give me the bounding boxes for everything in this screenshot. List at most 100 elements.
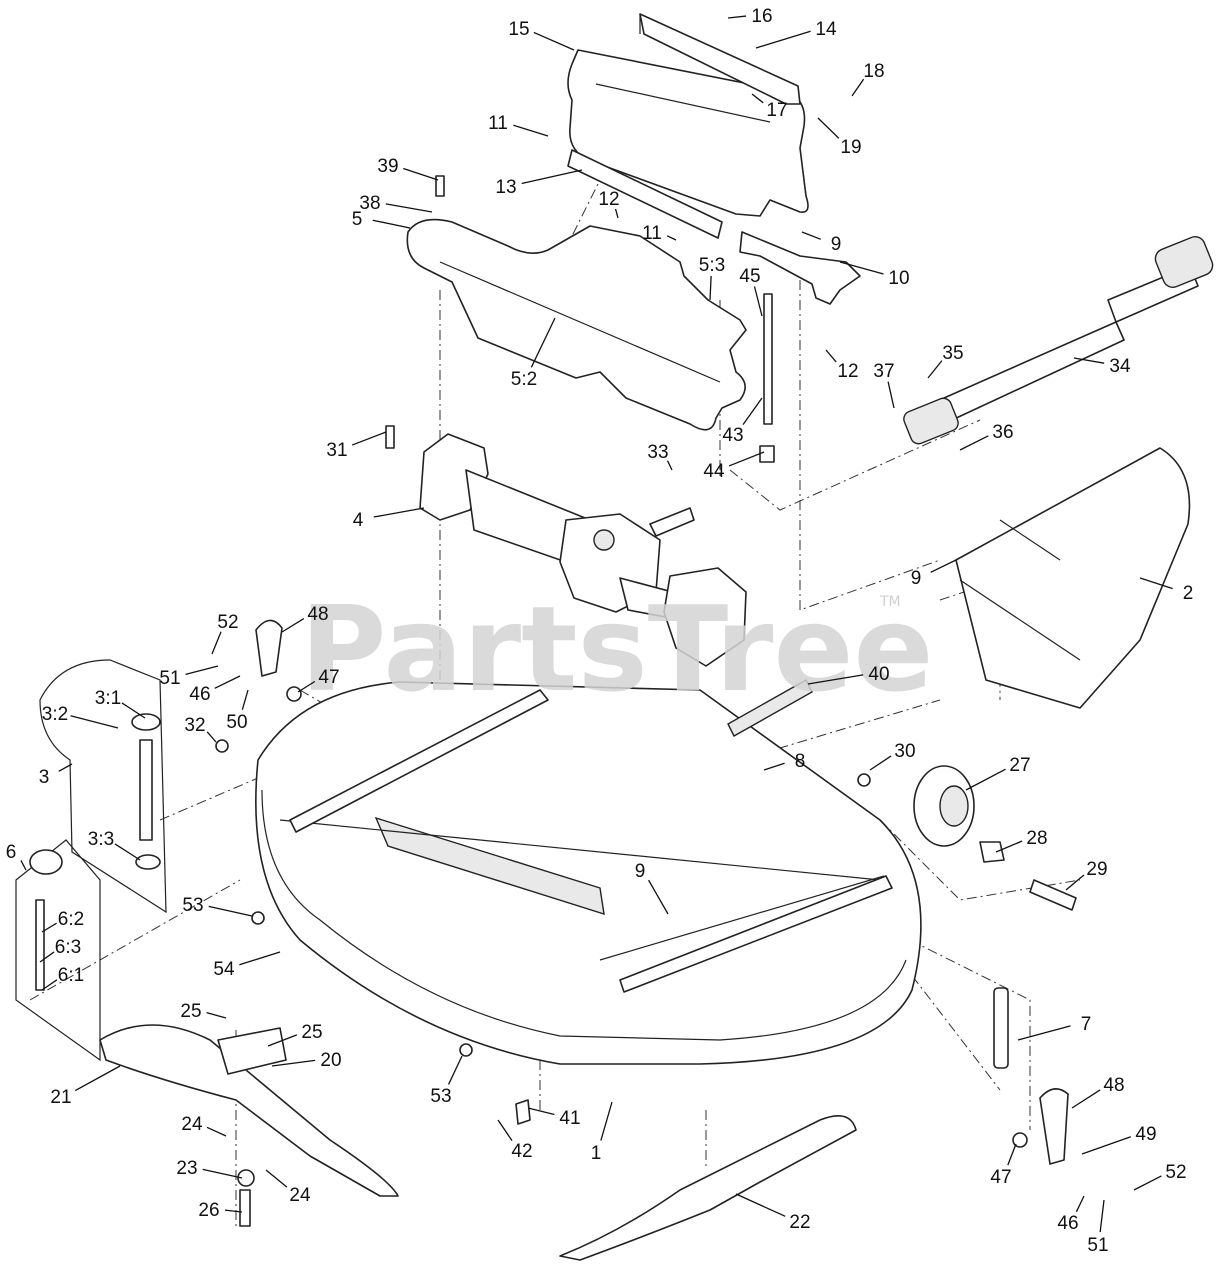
callout-leader-47: [297, 680, 316, 693]
callout-47: 47: [990, 1167, 1011, 1188]
callout-24: 24: [181, 1114, 203, 1135]
callout-32: 32: [184, 715, 205, 736]
callout-35: 35: [942, 343, 963, 364]
callout-6-1: 6:1: [58, 965, 84, 986]
plate-5: [406, 218, 747, 431]
callout-52: 52: [1165, 1162, 1186, 1183]
discharge-chute-2: [955, 447, 1191, 709]
callout-6: 6: [6, 842, 17, 863]
callout-48: 48: [307, 604, 328, 625]
callout-5: 5: [352, 209, 363, 230]
callout-10: 10: [888, 268, 909, 289]
pin-kit-6: [15, 839, 101, 1062]
callout-11: 11: [642, 223, 662, 244]
callout-leader-33: [666, 460, 673, 471]
callout-13: 13: [495, 177, 516, 198]
spring-40: [727, 679, 813, 737]
gearbox-4: [419, 433, 747, 667]
callout-leader-29: [1065, 874, 1085, 891]
watermark: PartsTree TM: [300, 580, 934, 718]
wheel-27: [913, 765, 1077, 911]
callout-leader-18: [851, 78, 865, 97]
callout-leader-50: [241, 689, 249, 710]
callout-43: 43: [722, 425, 743, 446]
callout-leader-21: [74, 1065, 121, 1092]
callout-leader-9: [801, 231, 822, 240]
callout-leader-38: [385, 203, 433, 213]
callout-44: 44: [703, 461, 725, 482]
callout-leader-26: [224, 1209, 243, 1213]
deck-1: [255, 681, 922, 1065]
callout-leader-51: [1099, 1199, 1105, 1233]
callout-leader-11: [513, 124, 549, 137]
callout-leader-34: [1073, 357, 1105, 364]
callout-9: 9: [911, 568, 922, 589]
callout-42: 42: [511, 1141, 532, 1162]
callout-leader-19: [817, 117, 840, 139]
callout-leader-9: [930, 559, 957, 573]
callout-leader-12: [825, 349, 837, 363]
top-cover-15: [567, 49, 809, 217]
callout-leader-3-1: [121, 702, 146, 719]
callout-19: 19: [840, 137, 861, 158]
callout-leader-49: [1081, 1136, 1132, 1155]
callout-12: 12: [598, 189, 619, 210]
callout-17: 17: [766, 100, 787, 121]
callout-leader-9: [648, 879, 669, 915]
callout-leader-28: [995, 840, 1023, 853]
watermark-trademark: TM: [879, 594, 901, 610]
callout-40: 40: [868, 664, 889, 685]
callout-5-2: 5:2: [511, 369, 537, 390]
callout-14: 14: [815, 19, 837, 40]
callout-16: 16: [751, 6, 772, 27]
callout-52: 52: [217, 612, 238, 633]
lever-48-upper: [255, 619, 283, 677]
rail-14: [639, 13, 801, 105]
callout-6-3: 6:3: [55, 937, 81, 958]
callout-3-1: 3:1: [95, 688, 121, 709]
callout-leader-6-3: [39, 951, 55, 963]
callout-6-2: 6:2: [58, 909, 84, 930]
hitch-kit-3: [39, 659, 167, 914]
callout-47: 47: [318, 667, 339, 688]
callout-leader-41: [527, 1107, 555, 1116]
callout-12: 12: [837, 361, 858, 382]
callout-29: 29: [1086, 859, 1107, 880]
callout-leader-54: [239, 951, 281, 966]
callout-20: 20: [320, 1050, 341, 1071]
callout-leader-11: [666, 235, 677, 241]
callout-leader-24: [265, 1169, 288, 1188]
callout-leader-24: [206, 1126, 227, 1137]
callout-leader-3-3: [114, 843, 141, 861]
callout-8: 8: [795, 751, 806, 772]
callout-leader-23: [202, 1168, 243, 1179]
callout-46: 46: [189, 684, 210, 705]
callout-leader-5-2: [530, 317, 556, 368]
callout-5-3: 5:3: [699, 255, 725, 276]
callout-leader-37: [887, 381, 895, 409]
bracket-13: [567, 149, 723, 239]
callout-leader-30: [869, 755, 892, 771]
callout-leader-10: [839, 261, 884, 275]
callout-31: 31: [326, 440, 347, 461]
callout-leader-3: [58, 763, 73, 772]
callout-33: 33: [647, 442, 668, 463]
callout-9: 9: [831, 234, 842, 255]
callout-38: 38: [359, 193, 380, 214]
callout-leader-15: [533, 31, 575, 51]
callout-leader-13: [521, 169, 583, 185]
callout-leader-47: [1007, 1143, 1017, 1166]
callout-leader-20: [271, 1059, 316, 1067]
callout-leader-2: [1139, 577, 1173, 590]
callout-leader-3-2: [70, 715, 119, 729]
callout-9: 9: [635, 861, 646, 882]
callout-3-3: 3:3: [88, 829, 114, 850]
callout-labels: 1233:13:23:3455:25:366:26:36:17899910111…: [6, 6, 1194, 1256]
callout-45: 45: [739, 266, 760, 287]
callout-11: 11: [488, 113, 508, 134]
callout-leader-46: [214, 675, 241, 689]
hitch-bar: [289, 689, 893, 993]
callout-leader-46: [1075, 1195, 1085, 1213]
callout-41: 41: [559, 1108, 580, 1129]
